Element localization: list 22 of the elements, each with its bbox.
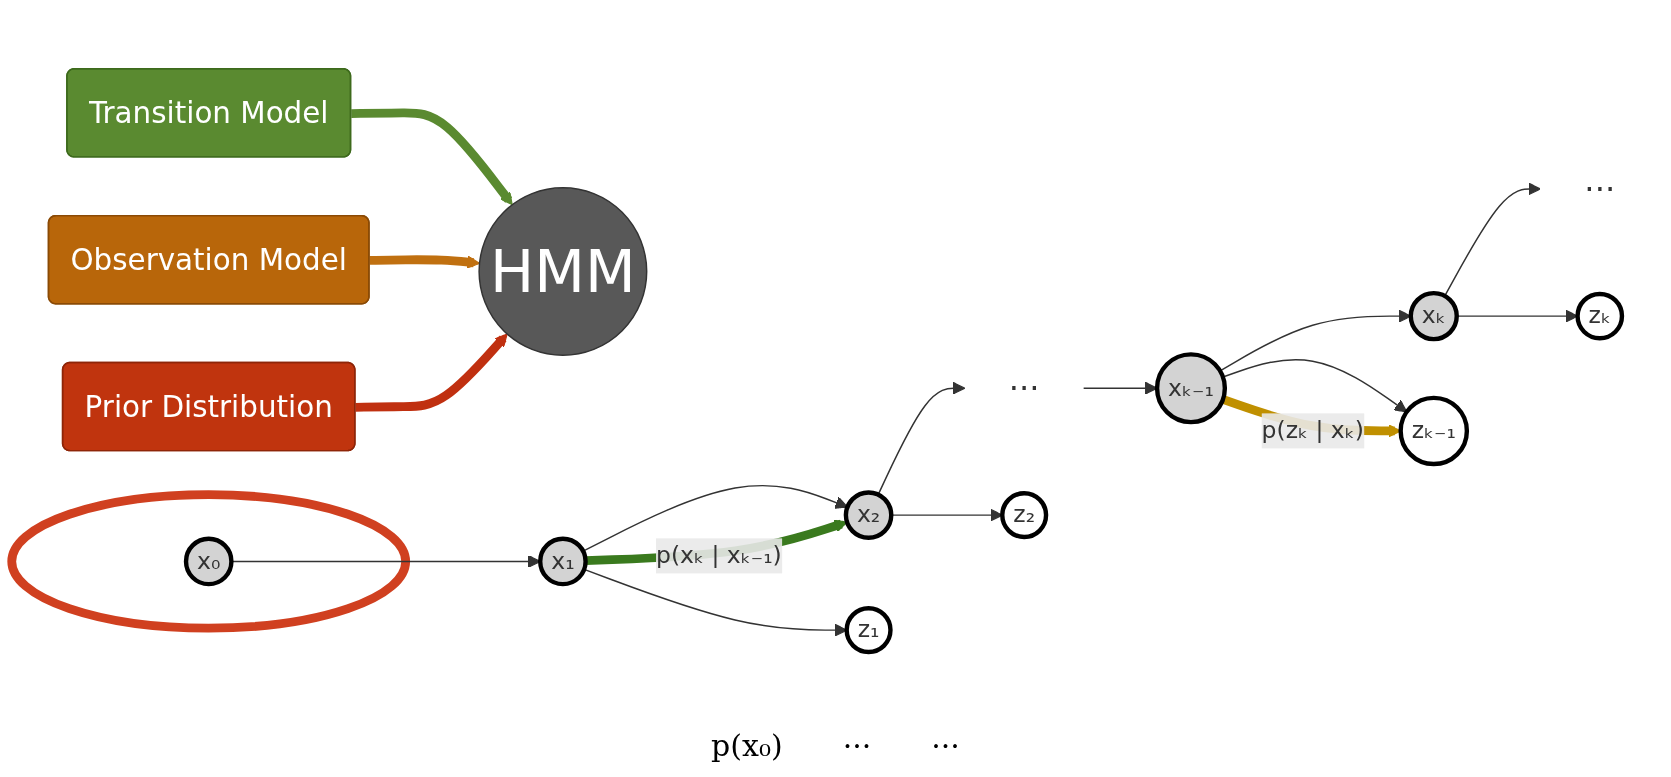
node-circle: xₖ₋₁	[1154, 351, 1228, 424]
node-circle: HMM	[478, 186, 648, 356]
node-circle: x₂	[843, 489, 894, 540]
formula-label: p(x₀)	[711, 728, 783, 763]
ellipsis-label: ···	[842, 728, 872, 763]
cluster	[7, 489, 411, 633]
node-circle: x₀	[183, 536, 234, 586]
node-text: ···	[1584, 170, 1616, 207]
arrow	[1444, 182, 1541, 297]
node-circle: zₖ	[1575, 291, 1625, 341]
edge-label: p(zₖ | xₖ)	[1261, 415, 1364, 444]
ellipsis-label: ···	[931, 728, 960, 763]
arrow	[877, 381, 966, 495]
node-circle: z₂	[1000, 490, 1049, 539]
edge-label: p(xₖ | xₖ₋₁)	[655, 540, 782, 569]
node-circle: zₖ₋₁	[1398, 395, 1470, 466]
node-text: ···	[1008, 369, 1040, 407]
node-circle: z₁	[844, 605, 893, 654]
arrow	[355, 333, 508, 412]
node-circle: x₁	[538, 536, 588, 586]
node-circle: xₖ	[1408, 290, 1459, 341]
arrow	[351, 108, 513, 205]
